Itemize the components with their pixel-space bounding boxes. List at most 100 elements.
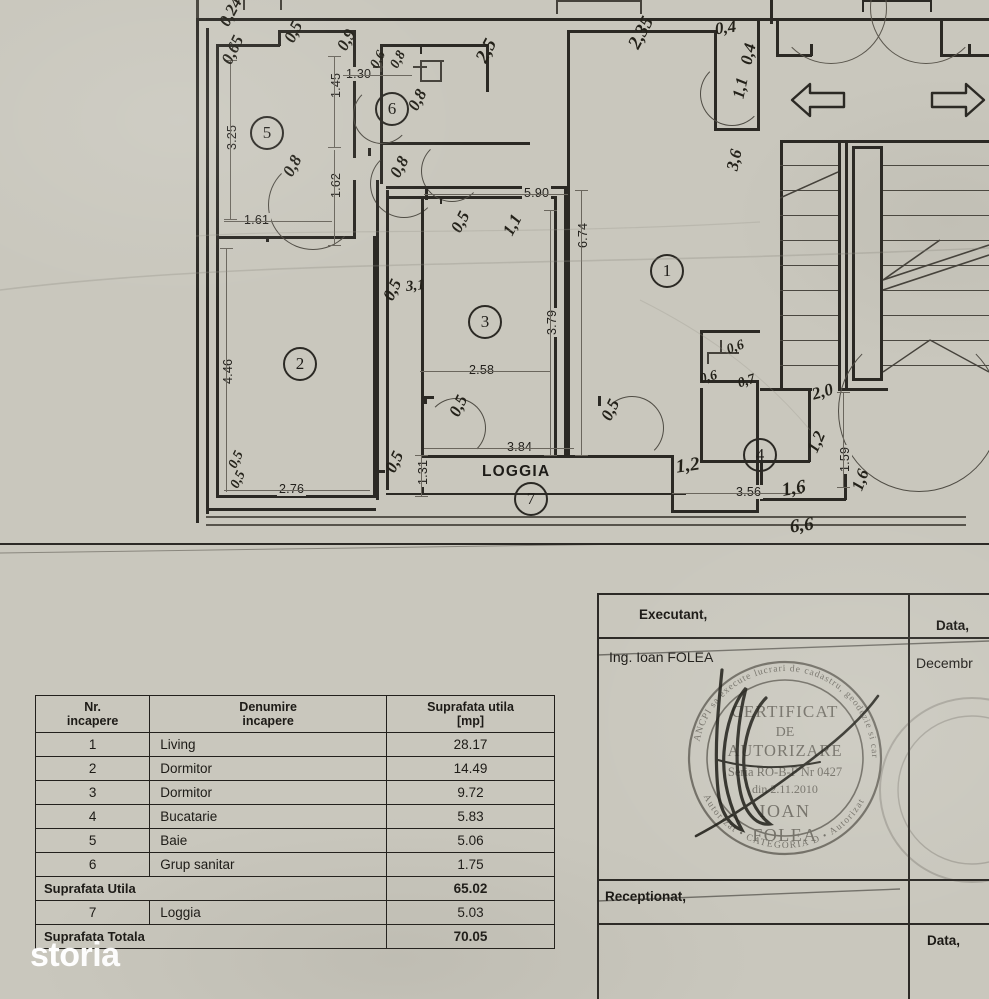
room-marker-4-label: 4 [755,445,765,464]
dimension-1-62: 1.62 [329,170,343,200]
handwritten-1-2: 1,2 [674,453,702,478]
dimension-1-59: 1.59 [838,444,852,474]
handwritten-0-5-mid: 0,5 [378,276,406,304]
row-name: Grup sanitar [149,852,388,877]
header-area: Suprafata utila [mp] [386,695,555,733]
header-name-line2: incapere [242,714,294,728]
handwritten-0-5-br: 0,5 [225,448,247,471]
handwritten-1-6: 1,6 [780,476,808,501]
handwritten-2-5: 2,5 [471,35,502,67]
floor-plan-drawing: 1 2 3 4 5 6 7 LOGGIA 3.25 1.61 1.30 1.45… [0,0,989,538]
row-name: Baie [149,828,388,853]
room-marker-4: 4 [743,438,777,472]
row-area: 9.72 [386,780,555,805]
loggia-label: LOGGIA [482,463,551,480]
title-block: Executant, Ing. Ioan FOLEA Data, Decembr… [597,593,989,999]
handwritten-0-8-r6b: 0,8 [387,48,410,72]
room-marker-2: 2 [283,347,317,381]
header-name: Denumire incapere [149,695,388,733]
row-area: 5.06 [386,828,555,853]
title-sheet: Nr. incapere Denumire incapere Suprafata… [0,545,989,999]
row-name: Loggia [149,900,388,925]
room-marker-3-label: 3 [480,312,490,331]
dimension-6-74: 6.74 [576,220,590,250]
row-nr: 6 [34,852,151,877]
data-value-top: Decembr [916,655,973,671]
row-nr: 5 [34,828,151,853]
row-nr: 2 [34,756,151,781]
row-area: 1.75 [386,852,555,877]
header-nr-line1: Nr. [84,700,101,714]
handwritten-3-1: 3,1 [405,277,426,295]
row-name: Bucatarie [149,804,388,829]
row-name: Dormitor [149,756,388,781]
dimension-3-25: 3.25 [225,122,239,152]
room-marker-7-label: 7 [526,489,536,508]
row-area: 14.49 [386,756,555,781]
dimension-1-30: 1.30 [344,67,374,81]
row-name: Living [149,732,388,757]
row-area: 28.17 [386,732,555,757]
header-nr: Nr. incapere [34,695,151,733]
dimension-2-58: 2.58 [467,363,497,377]
room-schedule-table: Nr. incapere Denumire incapere Suprafata… [34,695,555,949]
dimension-1-31: 1.31 [416,457,430,487]
watermark-text: storia [30,936,120,974]
data-label-top: Data, [936,618,970,633]
handwritten-0-6-r4b: 0,6 [698,367,720,388]
dimension-4-46: 4.46 [221,356,235,386]
handwritten-0-65: 0,65 [217,32,248,68]
row-nr: 3 [34,780,151,805]
handwritten-0-4: 0,4 [713,16,738,39]
dimension-5-90: 5.90 [522,186,552,200]
table-row: 4 Bucatarie 5.83 [34,804,555,829]
room-marker-6-label: 6 [387,99,397,118]
table-row: 7 Loggia 5.03 [34,900,555,925]
room-marker-5-label: 5 [262,123,272,142]
arrow-right-icon [930,82,986,118]
room-marker-7: 7 [514,482,548,516]
arrow-left-icon [790,82,846,118]
dimension-2-76: 2.76 [277,482,307,496]
row-area: 5.83 [386,804,555,829]
dimension-3-79: 3.79 [545,307,559,337]
total-value: 70.05 [386,924,555,949]
subtotal-row: Suprafata Utila 65.02 [34,876,555,901]
handwritten-0-5-bl: 0,5 [227,468,249,491]
room-marker-3: 3 [468,305,502,339]
room-marker-6: 6 [375,92,409,126]
table-row: 6 Grup sanitar 1.75 [34,852,555,877]
handwritten-1-1-r3: 1,1 [498,210,526,239]
receptionat-label: Receptionat, [605,889,687,904]
handwritten-0-7: 0,7 [735,371,758,392]
table-row: 2 Dormitor 14.49 [34,756,555,781]
data-label-bottom: Data, [927,933,961,948]
room-marker-1-label: 1 [662,261,672,280]
dimension-1-61: 1.61 [242,213,272,227]
table-row: 5 Baie 5.06 [34,828,555,853]
row-nr: 1 [34,732,151,757]
handwritten-0-5-r3: 0,5 [446,207,474,236]
header-area-line1: Suprafata utila [427,700,514,714]
subtotal-label: Suprafata Utila [34,876,388,901]
row-nr: 4 [34,804,151,829]
subtotal-value: 65.02 [386,876,555,901]
dimension-1-45: 1.45 [329,70,343,100]
header-area-line2: [mp] [456,714,485,728]
row-nr: 7 [34,900,151,925]
total-row: Suprafata Totala 70.05 [34,924,555,949]
room-marker-5: 5 [250,116,284,150]
handwritten-0-24: 0,24 [215,0,246,30]
table-row: 3 Dormitor 9.72 [34,780,555,805]
executant-value: Ing. Ioan FOLEA [609,649,714,665]
executant-label: Executant, [639,607,708,622]
handwritten-3-6: 3,6 [722,147,746,173]
row-name: Dormitor [149,780,388,805]
room-marker-1: 1 [650,254,684,288]
header-nr-line2: incapere [66,714,119,728]
header-name-line1: Denumire [239,700,297,714]
storia-watermark: storia [30,938,120,972]
dimension-3-84: 3.84 [505,440,535,454]
handwritten-0-6-r4: 0,6 [724,337,747,358]
